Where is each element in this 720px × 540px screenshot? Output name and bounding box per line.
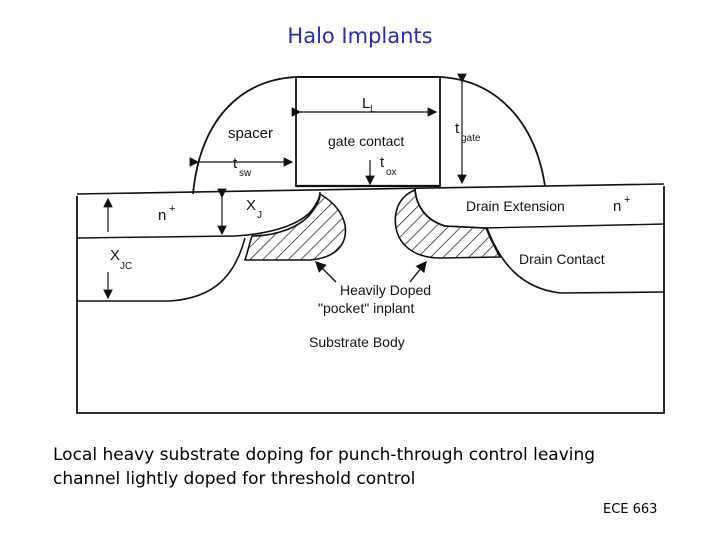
drain-contact-junction — [486, 227, 665, 294]
xj-label: X — [246, 197, 256, 214]
oxide-thickness-sub: ox — [386, 167, 397, 178]
slide-title: Halo Implants — [287, 24, 433, 48]
gate-length-label: L — [362, 95, 370, 112]
source-n-plus-sup: + — [169, 203, 175, 215]
sidewall-thickness-label: t — [233, 155, 238, 172]
drain-n-plus-label: n — [613, 198, 621, 215]
oxide-thickness-label: t — [380, 154, 385, 171]
xjc-sub: JC — [120, 261, 132, 272]
source-extension-bottom — [76, 235, 236, 239]
pocket-arrow-left — [315, 261, 337, 283]
slide-caption: Local heavy substrate doping for punch-t… — [53, 443, 693, 491]
spacer-label: spacer — [228, 125, 273, 142]
substrate-outline — [76, 186, 665, 414]
heavily-doped-label: Heavily Doped — [340, 282, 431, 298]
pocket-arrow-right — [409, 260, 427, 283]
drain-n-plus-sup: + — [624, 194, 630, 206]
gate-contact — [295, 76, 441, 187]
halo-pocket-right — [394, 188, 502, 259]
xj-sub: J — [257, 210, 262, 221]
substrate-surface — [76, 183, 665, 195]
caption-line-1: Local heavy substrate doping for punch-t… — [53, 445, 596, 465]
sidewall-thickness-sub: sw — [239, 168, 252, 179]
gate-thickness-sub: gate — [461, 133, 481, 144]
drain-extension-label: Drain Extension — [466, 198, 565, 214]
caption-line-2: channel lightly doped for threshold cont… — [53, 469, 416, 489]
drain-contact-label: Drain Contact — [519, 251, 605, 267]
halo-pocket-left — [243, 192, 347, 261]
gate-thickness-label: t — [455, 120, 460, 137]
course-footer: ECE 663 — [603, 502, 658, 517]
pocket-implant-label: "pocket" inplant — [318, 300, 414, 316]
source-contact-junction — [77, 237, 246, 302]
gate-length-sub: L — [370, 104, 376, 115]
substrate-body-label: Substrate Body — [309, 334, 405, 350]
gate-contact-label: gate contact — [328, 133, 404, 149]
source-n-plus-label: n — [158, 207, 166, 224]
xjc-label: X — [110, 247, 120, 264]
drain-extension-bottom — [482, 223, 665, 229]
